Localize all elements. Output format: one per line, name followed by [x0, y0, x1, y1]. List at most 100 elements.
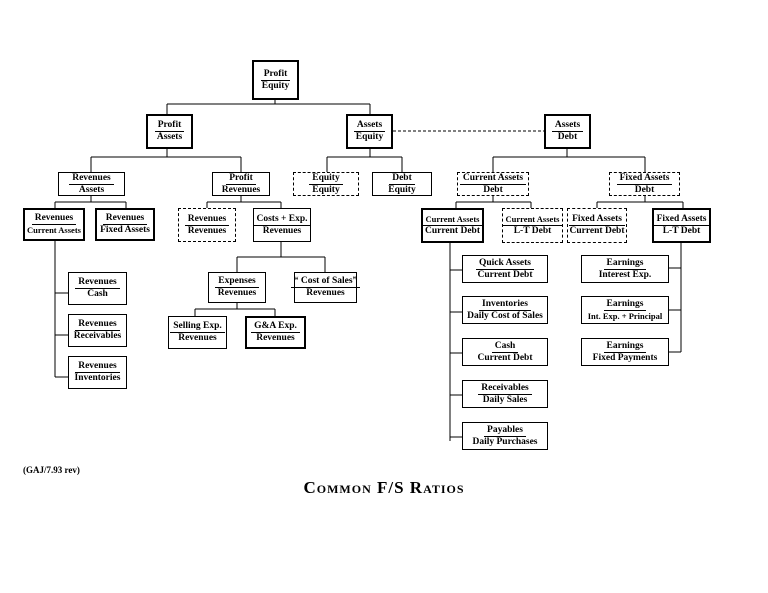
node-revenues-cash: Revenues Cash — [68, 272, 127, 305]
node-earnings-fixed-payments: Earnings Fixed Payments — [581, 338, 669, 366]
node-receivables-daily-sales: Receivables Daily Sales — [462, 380, 548, 408]
denominator: Revenues — [221, 184, 261, 195]
node-assets-debt: Assets Debt — [544, 114, 591, 149]
denominator: Current Debt — [569, 226, 625, 236]
denominator: Revenues — [256, 333, 295, 343]
numerator: Assets — [353, 120, 386, 132]
node-selling-exp-revenues: Selling Exp. Revenues — [168, 316, 227, 349]
numerator: Revenues — [75, 361, 120, 373]
node-debt-equity: Debt Equity — [372, 172, 432, 196]
denominator: Revenues — [306, 288, 345, 298]
denominator: L-T Debt — [513, 226, 552, 236]
denominator: Assets — [156, 132, 183, 142]
numerator: Profit — [226, 173, 256, 185]
node-profit-assets: Profit Assets — [146, 114, 193, 149]
node-costs-exp-revenues: Costs + Exp. Revenues — [253, 208, 311, 242]
node-ga-exp-revenues: G&A Exp. Revenues — [245, 316, 306, 349]
revision-code: (GAJ/7.93 rev) — [23, 465, 80, 475]
numerator: Revenues — [31, 213, 77, 225]
node-revenues-assets: Revenues Assets — [58, 172, 125, 196]
numerator: “ Cost of Sales” — [290, 276, 361, 288]
node-revenues-inventories: Revenues Inventories — [68, 356, 127, 389]
numerator: Revenues — [69, 173, 114, 185]
numerator: Revenues — [102, 213, 148, 225]
numerator: Earnings — [603, 299, 647, 311]
denominator: Equity — [388, 184, 416, 195]
denominator: Debt — [557, 132, 578, 142]
denominator: Current Debt — [425, 226, 480, 236]
numerator: Earnings — [603, 258, 647, 270]
numerator: Costs + Exp. — [253, 214, 311, 226]
denominator: Revenues — [262, 225, 302, 236]
numerator: Revenues — [184, 214, 230, 226]
node-cash-current-debt: Cash Current Debt — [462, 338, 548, 366]
denominator: Daily Purchases — [472, 436, 538, 447]
numerator: Fixed Assets — [653, 214, 710, 226]
denominator: Equity — [355, 132, 384, 142]
node-fixed-assets-current-debt: Fixed Assets Current Debt — [567, 208, 627, 243]
denominator: Equity — [261, 80, 290, 91]
denominator: L-T Debt — [662, 226, 701, 236]
numerator: Debt — [389, 173, 415, 185]
node-earnings-interest-exp: Earnings Interest Exp. — [581, 255, 669, 283]
denominator: Cash — [87, 289, 108, 299]
node-revenues-receivables: Revenues Receivables — [68, 314, 127, 347]
node-cost-of-sales-revenues: “ Cost of Sales” Revenues — [290, 272, 361, 303]
denominator: Fixed Payments — [592, 352, 658, 363]
numerator: Selling Exp. — [170, 321, 225, 333]
numerator: Assets — [551, 120, 584, 132]
denominator: Fixed Assets — [100, 225, 150, 235]
numerator: Revenues — [75, 277, 120, 289]
node-revenues-fixed-assets: Revenues Fixed Assets — [95, 208, 155, 241]
node-revenues-current-assets: Revenues Current Assets — [23, 208, 85, 241]
numerator: Profit — [154, 120, 185, 132]
node-equity-equity: Equity Equity — [293, 172, 359, 196]
node-profit-revenues: Profit Revenues — [212, 172, 270, 196]
denominator: Receivables — [73, 331, 122, 341]
denominator: Current Debt — [477, 269, 533, 280]
numerator: Expenses — [215, 276, 259, 288]
numerator: Earnings — [603, 341, 647, 353]
denominator: Daily Cost of Sales — [467, 310, 543, 321]
node-fixed-assets-lt-debt: Fixed Assets L-T Debt — [652, 208, 711, 243]
denominator: Debt — [483, 184, 503, 195]
node-expenses-revenues: Expenses Revenues — [208, 272, 266, 303]
node-current-assets-debt: Current Assets Debt — [457, 172, 529, 196]
numerator: Current Assets — [459, 173, 527, 185]
node-revenues-revenues: Revenues Revenues — [178, 208, 236, 242]
denominator: Assets — [78, 184, 105, 195]
node-fixed-assets-debt: Fixed Assets Debt — [609, 172, 680, 196]
node-payables-daily-purchases: Payables Daily Purchases — [462, 422, 548, 450]
node-inventories-daily-cost-of-sales: Inventories Daily Cost of Sales — [462, 296, 548, 324]
node-profit-equity: Profit Equity — [252, 60, 299, 100]
denominator: Revenues — [178, 333, 217, 343]
denominator: Debt — [634, 184, 655, 195]
node-current-ratio: Current Assets Current Debt — [421, 208, 484, 243]
numerator: Fixed Assets — [616, 173, 673, 185]
denominator: Daily Sales — [482, 394, 528, 405]
numerator: G&A Exp. — [251, 321, 300, 333]
numerator: Current Assets — [422, 214, 483, 226]
denominator: Current Debt — [477, 352, 533, 363]
numerator: Revenues — [75, 319, 120, 331]
node-quick-assets-current-debt: Quick Assets Current Debt — [462, 255, 548, 283]
numerator: Fixed Assets — [569, 214, 625, 226]
denominator: Inventories — [74, 373, 121, 383]
numerator: Cash — [491, 341, 519, 353]
denominator: Revenues — [217, 288, 257, 298]
denominator: Current Assets — [27, 225, 81, 235]
numerator: Profit — [260, 69, 291, 81]
numerator: Payables — [484, 425, 526, 437]
denominator: Interest Exp. — [598, 269, 652, 280]
denominator: Int. Exp. + Principal — [587, 310, 663, 321]
numerator: Inventories — [479, 299, 531, 311]
denominator: Revenues — [187, 225, 227, 236]
numerator: Current Assets — [502, 214, 563, 226]
numerator: Quick Assets — [476, 258, 534, 270]
numerator: Equity — [309, 173, 343, 185]
node-current-assets-lt-debt: Current Assets L-T Debt — [502, 208, 563, 243]
node-earnings-int-exp-principal: Earnings Int. Exp. + Principal — [581, 296, 669, 324]
denominator: Equity — [312, 184, 340, 195]
page-title: Common F/S Ratios — [303, 478, 465, 497]
